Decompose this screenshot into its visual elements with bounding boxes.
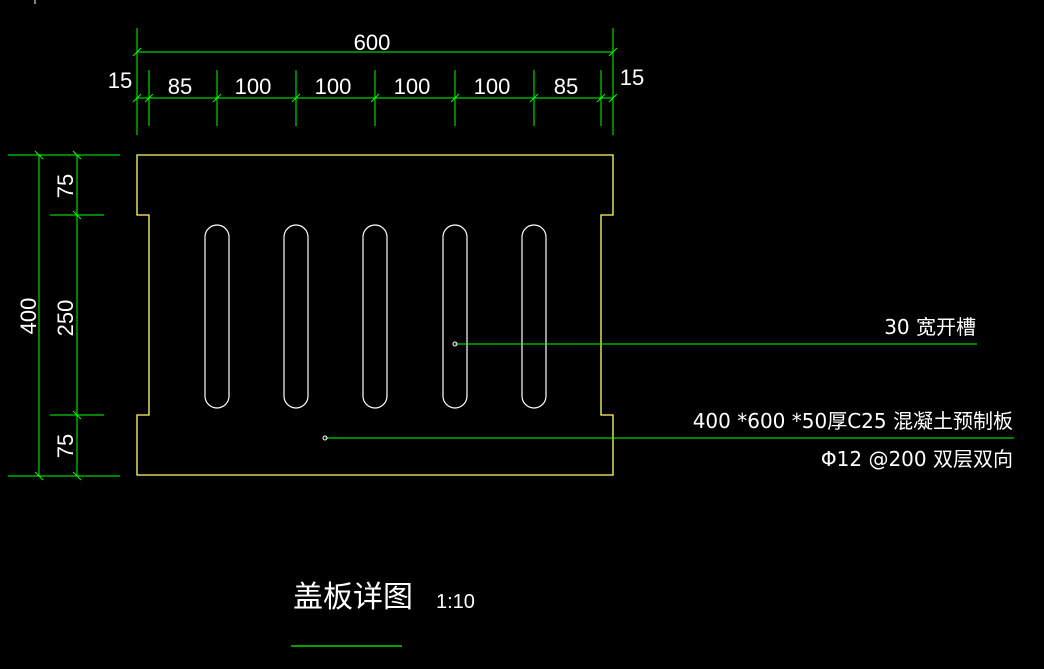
- vertical-segment-label-3: 75: [53, 434, 78, 458]
- segment-label-2: 100: [235, 74, 272, 99]
- total-height-label: 400: [16, 298, 41, 335]
- segment-label-3: 100: [315, 74, 352, 99]
- left-total-dimension: [8, 150, 120, 481]
- slot-4: [442, 224, 468, 409]
- segment-label-4: 100: [394, 74, 431, 99]
- segment-label-1: 85: [168, 74, 192, 99]
- drawing-title: 盖板详图: [293, 580, 413, 615]
- rebar-spec: Φ12 @200 双层双向: [821, 447, 1013, 471]
- vertical-segment-label-1: 75: [53, 174, 78, 198]
- drawing-scale: 1:10: [436, 591, 475, 613]
- edge-right-label: 15: [620, 65, 644, 90]
- slot-3: [362, 224, 388, 409]
- segment-label-5: 100: [474, 74, 511, 99]
- slot-leader-dot: [452, 341, 458, 347]
- top-segment-dimension: [132, 70, 618, 126]
- leader-lines: [325, 343, 1014, 439]
- slot-1: [204, 224, 230, 409]
- total-width-label: 600: [354, 30, 391, 55]
- left-segment-dimension: [50, 150, 104, 481]
- vertical-segment-label-2: 250: [53, 300, 78, 337]
- segment-label-6: 85: [554, 74, 578, 99]
- panel-outline: [136, 154, 614, 476]
- edge-left-label: 15: [108, 68, 132, 93]
- slot-note: 30 宽开槽: [884, 315, 976, 339]
- top-total-dimension: [132, 28, 618, 135]
- slot-2: [283, 224, 309, 409]
- slot-5: [521, 224, 547, 409]
- panel-leader-dot: [322, 435, 328, 441]
- panel-spec: 400 *600 *50厚C25 混凝土预制板: [693, 409, 1013, 433]
